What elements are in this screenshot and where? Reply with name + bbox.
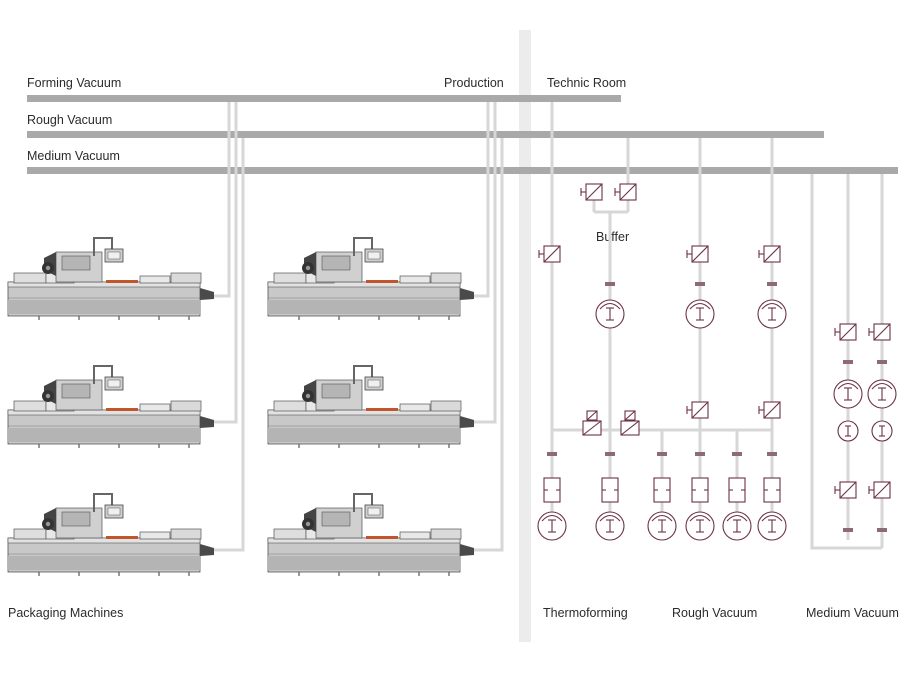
thermoforming-label: Thermoforming [543, 606, 628, 620]
buffer-pump-icon [595, 299, 625, 329]
rough-pump-4-icon [757, 511, 787, 541]
flange [605, 282, 615, 286]
thermo-check-valve-1 [582, 410, 602, 436]
packaging-machine-2 [267, 237, 475, 321]
medium-booster-2-icon [867, 379, 897, 409]
rough-pump-3-icon [722, 511, 752, 541]
rough-vacuum-group-label: Rough Vacuum [672, 606, 758, 620]
packaging-machine-5 [7, 493, 215, 577]
medium-roots-1-icon [837, 420, 859, 442]
buffer-label: Buffer [596, 230, 630, 244]
thermo-filter-2 [601, 477, 619, 503]
rough-valve-3 [686, 401, 709, 419]
rough-booster-1-icon [685, 299, 715, 329]
rough-filter-3 [728, 477, 746, 503]
medium-valve-4 [868, 481, 891, 499]
rough-booster-2-icon [757, 299, 787, 329]
medium-vacuum-pipe [27, 167, 898, 174]
forming-vacuum-line-label: Forming Vacuum [27, 76, 122, 90]
thermo-valve [538, 245, 561, 263]
rough-filter-2 [691, 477, 709, 503]
medium-valve-1 [834, 323, 857, 341]
medium-valve-2 [868, 323, 891, 341]
packaging-machine-1 [7, 237, 215, 321]
medium-booster-1-icon [833, 379, 863, 409]
buffer-valve-1 [580, 183, 603, 201]
thermo-pump-1-icon [537, 511, 567, 541]
rough-vacuum-pipe [27, 131, 824, 138]
technic-room-wall [519, 30, 531, 642]
thermo-check-valve-2 [620, 410, 640, 436]
rough-pump-1-icon [647, 511, 677, 541]
rough-vacuum-line-label: Rough Vacuum [27, 113, 113, 127]
packaging-machines-label: Packaging Machines [8, 606, 124, 620]
medium-roots-2-icon [871, 420, 893, 442]
medium-valve-3 [834, 481, 857, 499]
rough-filter-1 [653, 477, 671, 503]
buffer-valve-2 [614, 183, 637, 201]
rough-valve-4 [758, 401, 781, 419]
medium-vacuum-line-label: Medium Vacuum [27, 149, 120, 163]
thermo-filter-1 [543, 477, 561, 503]
rough-valve-1 [686, 245, 709, 263]
rough-valve-2 [758, 245, 781, 263]
thermo-pump-2-icon [595, 511, 625, 541]
rough-pump-2-icon [685, 511, 715, 541]
packaging-machine-4 [267, 365, 475, 449]
production-area-label: Production [444, 76, 504, 90]
rough-filter-4 [763, 477, 781, 503]
medium-vacuum-group-label: Medium Vacuum [806, 606, 899, 620]
technic-room-label: Technic Room [547, 76, 627, 90]
forming-vacuum-pipe [27, 95, 621, 102]
packaging-machine-3 [7, 365, 215, 449]
packaging-machine-6 [267, 493, 475, 577]
